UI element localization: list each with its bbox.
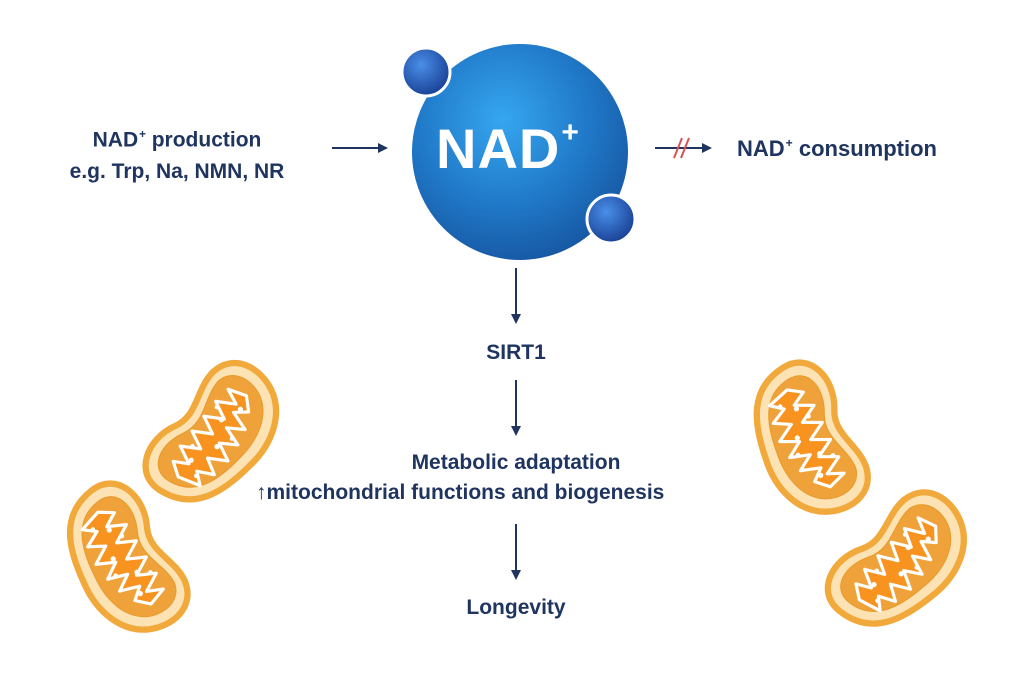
mitochondrial-functions-label: ↑mitochondrial functions and biogenesis xyxy=(256,481,665,504)
up-arrow-icon: ↑ xyxy=(256,481,267,504)
metabolic-adaptation-label: Metabolic adaptation xyxy=(411,451,621,474)
sirt1-label: SIRT1 xyxy=(486,341,546,364)
inhibit-mark xyxy=(673,137,690,159)
nad-center-text: NAD xyxy=(436,117,561,180)
production-title: NAD+ production xyxy=(92,128,262,152)
nad-center-label: NAD+ xyxy=(436,116,580,181)
mitochondrion-icon-top-right xyxy=(727,351,890,531)
consumption-label: NAD+ consumption xyxy=(737,136,937,162)
production-block: NAD+ production e.g. Trp, Na, NMN, NR xyxy=(42,120,312,187)
longevity-label: Longevity xyxy=(466,596,566,619)
nad-molecule-icon xyxy=(400,44,637,260)
nad-center-sup: + xyxy=(561,116,580,149)
production-examples: e.g. Trp, Na, NMN, NR xyxy=(69,159,285,183)
